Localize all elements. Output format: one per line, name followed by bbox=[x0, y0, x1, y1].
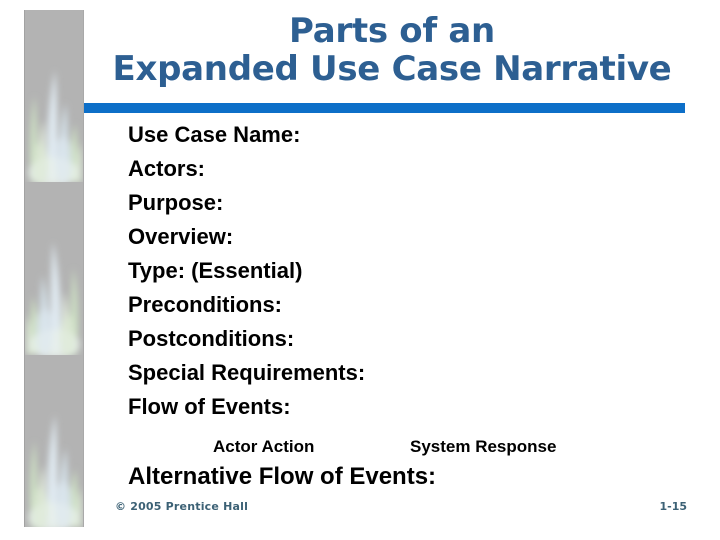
flame-texture-tile bbox=[25, 182, 83, 354]
page-number: 1-15 bbox=[659, 500, 687, 513]
list-item-type: Type: (Essential) bbox=[128, 258, 303, 283]
decorative-flame-strip bbox=[24, 10, 84, 527]
column-header-actor-action: Actor Action bbox=[213, 437, 315, 456]
use-case-parts-list: Use Case Name: Actors: Purpose: Overview… bbox=[128, 118, 688, 424]
list-item-use-case-name: Use Case Name: bbox=[128, 122, 301, 147]
list-item-special-requirements: Special Requirements: bbox=[128, 360, 366, 385]
copyright-text: © 2005 Prentice Hall bbox=[115, 500, 249, 513]
flame-texture-tile bbox=[25, 355, 83, 527]
slide-title: Parts of an Expanded Use Case Narrative bbox=[84, 12, 700, 88]
list-item-actors: Actors: bbox=[128, 156, 206, 181]
title-line-1: Parts of an bbox=[289, 11, 495, 51]
list-item-postconditions: Postconditions: bbox=[128, 326, 295, 351]
list-item-overview: Overview: bbox=[128, 224, 234, 249]
list-item-flow-of-events: Flow of Events: bbox=[128, 394, 291, 419]
title-line-2: Expanded Use Case Narrative bbox=[112, 49, 672, 89]
title-underline-rule bbox=[84, 103, 685, 113]
alternative-flow-label: Alternative Flow of Events: bbox=[128, 463, 437, 490]
list-item-purpose: Purpose: bbox=[128, 190, 224, 215]
list-item-preconditions: Preconditions: bbox=[128, 292, 283, 317]
flame-texture-tile bbox=[25, 10, 83, 182]
column-header-system-response: System Response bbox=[410, 437, 557, 456]
